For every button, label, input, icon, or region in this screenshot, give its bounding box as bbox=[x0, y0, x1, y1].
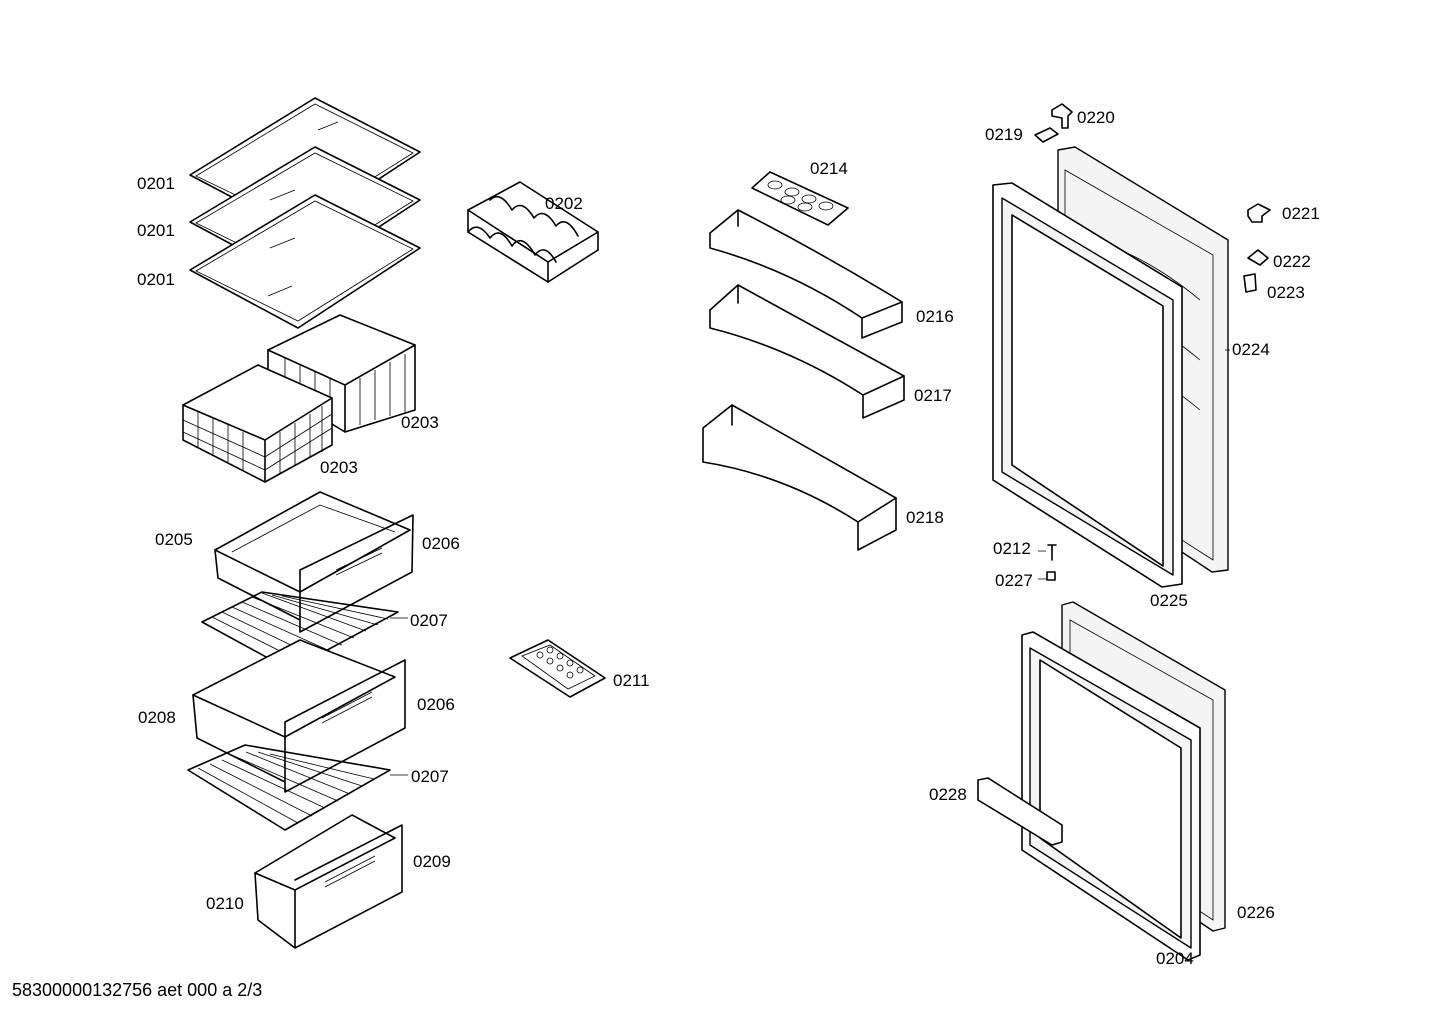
part-label-0223: 0223 bbox=[1267, 283, 1305, 302]
part-label-0220: 0220 bbox=[1077, 108, 1115, 127]
hinge-parts-illustration bbox=[1034, 103, 1271, 581]
part-label-0219: 0219 bbox=[985, 125, 1023, 144]
leader-lines bbox=[390, 349, 1230, 776]
part-label-0214: 0214 bbox=[810, 159, 848, 178]
part-label-0209: 0209 bbox=[413, 852, 451, 871]
part-label-0221: 0221 bbox=[1282, 204, 1320, 223]
part-label-0207: 0207 bbox=[411, 767, 449, 786]
glass-shelf-illustration bbox=[189, 97, 421, 329]
part-label-0225: 0225 bbox=[1150, 591, 1188, 610]
lower-drawer-illustration bbox=[192, 639, 406, 793]
upper-drawer-illustration bbox=[214, 491, 414, 633]
ice-tray-illustration bbox=[509, 639, 606, 698]
part-label-0216: 0216 bbox=[916, 307, 954, 326]
part-label-0204: 0204 bbox=[1156, 949, 1194, 968]
part-label-0207: 0207 bbox=[410, 611, 448, 630]
part-label-0217: 0217 bbox=[914, 386, 952, 405]
part-label-0203: 0203 bbox=[401, 413, 439, 432]
upper-grid-shelf-illustration bbox=[201, 591, 399, 671]
part-label-0201: 0201 bbox=[137, 221, 175, 240]
part-label-0210: 0210 bbox=[206, 894, 244, 913]
door-balcony-illustration bbox=[702, 209, 905, 551]
part-label-0208: 0208 bbox=[138, 708, 176, 727]
part-labels: 0201 0201 0201 0202 0203 0203 0205 0206 … bbox=[137, 108, 1320, 968]
part-label-0228: 0228 bbox=[929, 785, 967, 804]
part-label-0206: 0206 bbox=[417, 695, 455, 714]
part-label-0201: 0201 bbox=[137, 270, 175, 289]
part-label-0222: 0222 bbox=[1273, 252, 1311, 271]
upper-door-illustration bbox=[992, 146, 1229, 588]
part-label-0203: 0203 bbox=[320, 458, 358, 477]
document-footer-code: 58300000132756 aet 000 a 2/3 bbox=[12, 980, 263, 1000]
part-label-0212: 0212 bbox=[993, 539, 1031, 558]
part-label-0206: 0206 bbox=[422, 534, 460, 553]
wire-basket-illustration bbox=[182, 314, 416, 483]
egg-tray-illustration bbox=[751, 171, 849, 226]
part-label-0205: 0205 bbox=[155, 530, 193, 549]
part-label-0218: 0218 bbox=[906, 508, 944, 527]
small-bin-illustration bbox=[254, 814, 403, 949]
part-label-0226: 0226 bbox=[1237, 903, 1275, 922]
part-label-0224: 0224 bbox=[1232, 340, 1270, 359]
part-label-0211: 0211 bbox=[613, 671, 650, 690]
bottle-rack-illustration bbox=[467, 181, 599, 283]
lower-grid-shelf-illustration bbox=[187, 744, 391, 831]
part-label-0201: 0201 bbox=[137, 174, 175, 193]
part-label-0202: 0202 bbox=[545, 194, 583, 213]
lower-door-illustration bbox=[977, 601, 1226, 961]
part-label-0227: 0227 bbox=[995, 571, 1033, 590]
